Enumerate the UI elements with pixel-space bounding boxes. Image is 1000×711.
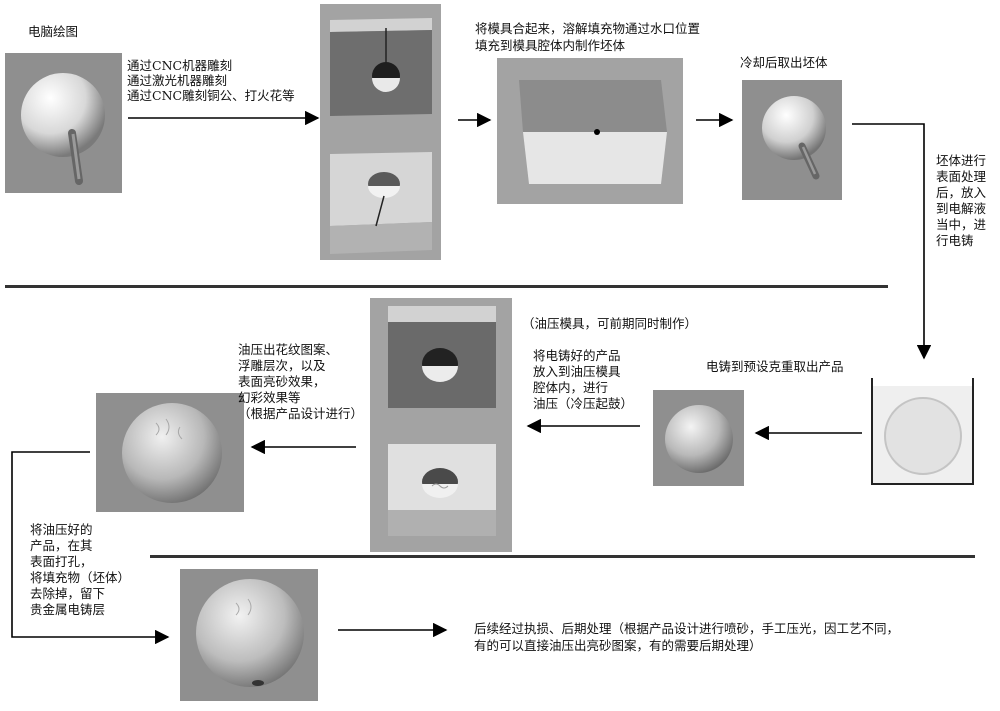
closed-mold-image xyxy=(497,58,683,204)
label-drill: 将油压好的 产品，在其 表面打孔， 将填充物（坯体） 去除掉，留下 贵金属电铸层 xyxy=(30,522,131,617)
label-electro: 坯体进行 表面处理 后，放入 到电解液 当中，进 行电铸 xyxy=(936,153,987,248)
cad-model-image xyxy=(5,53,122,193)
label-electro-out: 电铸到预设克重取出产品 xyxy=(706,359,844,374)
label-combine: 将模具合起来，溶解填充物通过水口位置 填充到模具腔体内制作坯体 xyxy=(475,21,701,53)
label-cool: 冷却后取出坯体 xyxy=(740,55,828,70)
blank-body-image xyxy=(742,80,842,200)
hydraulic-mold-image xyxy=(370,298,512,552)
separator-top xyxy=(5,285,888,288)
label-hydraulic-mold: （油压模具，可前期同时制作） xyxy=(522,316,698,331)
label-pattern: 油压出花纹图案、 浮雕层次，以及 表面亮砂效果， 幻彩效果等 （根据产品设计进行… xyxy=(238,342,364,421)
label-post: 后续经过执损、后期处理（根据产品设计进行喷砂，手工压光，因工艺不同， 有的可以直… xyxy=(474,621,900,653)
arrow-pattern-to-drill xyxy=(11,451,170,645)
arrow-blank-to-tank xyxy=(852,123,932,360)
embossed-sphere-image xyxy=(96,393,244,512)
separator-bottom xyxy=(150,555,975,558)
electroformed-product-image xyxy=(653,390,744,486)
label-cad: 电脑绘图 xyxy=(28,24,79,39)
label-machining: 通过CNC机器雕刻 通过激光机器雕刻 通过CNC雕刻铜公、打火花等 xyxy=(127,58,295,103)
open-mold-image xyxy=(320,4,441,260)
final-sphere-image xyxy=(180,569,318,701)
electrolyte-tank-image xyxy=(870,378,975,488)
label-press: 将电铸好的产品 放入到油压模具 腔体内，进行 油压（冷压起鼓） xyxy=(533,348,634,411)
